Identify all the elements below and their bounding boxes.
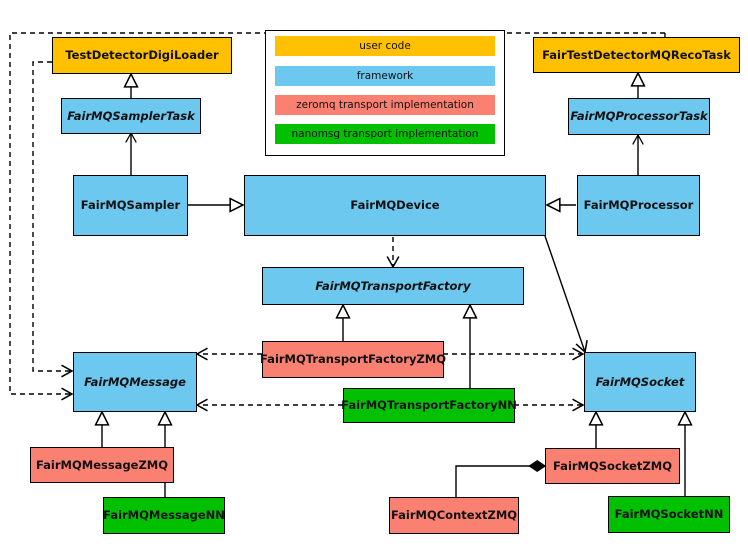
class-fairmq-message[interactable]: FairMQMessage	[73, 352, 197, 412]
class-label: FairMQMessage	[84, 374, 186, 389]
legend-label-framework: framework	[356, 70, 414, 82]
class-fairmq-socket[interactable]: FairMQSocket	[584, 352, 696, 412]
edge-socketzmq-contextzmq-composition	[455, 460, 547, 497]
class-label: FairMQSocketZMQ	[553, 458, 672, 473]
class-label: FairMQDevice	[350, 198, 440, 213]
class-label: FairMQTransportFactoryZMQ	[260, 352, 447, 367]
class-label: FairMQContextZMQ	[390, 508, 518, 523]
class-fairmq-socket-zmq[interactable]: FairMQSocketZMQ	[545, 448, 680, 484]
class-fairmq-sampler[interactable]: FairMQSampler	[73, 175, 188, 236]
legend-item-zeromq: zeromq transport implementation	[275, 95, 495, 115]
class-fairmq-message-nn[interactable]: FairMQMessageNN	[103, 497, 225, 534]
class-fairmq-sampler-task[interactable]: FairMQSamplerTask	[61, 98, 201, 134]
class-fairmq-transport-factory-nn[interactable]: FairMQTransportFactoryNN	[341, 388, 517, 423]
legend-label-user-code: user code	[359, 40, 411, 52]
legend-item-framework: framework	[275, 66, 495, 86]
legend-label-nanomsg: nanomsg transport implementation	[291, 128, 479, 140]
edge-device-socket	[544, 235, 588, 354]
class-label: FairMQMessageNN	[103, 508, 225, 523]
legend-item-nanomsg: nanomsg transport implementation	[275, 124, 495, 144]
class-label: FairMQMessageZMQ	[35, 457, 169, 472]
class-label: FairMQProcessor	[583, 198, 694, 213]
class-label: FairMQTransportFactory	[315, 278, 471, 293]
class-label: FairMQSamplerTask	[67, 108, 195, 123]
class-test-detector-digi-loader[interactable]: TestDetectorDigiLoader	[52, 37, 232, 74]
class-fairmq-transport-factory-zmq[interactable]: FairMQTransportFactoryZMQ	[260, 341, 447, 378]
class-fairmq-processor[interactable]: FairMQProcessor	[577, 175, 700, 236]
class-fair-test-detector-mq-reco-task[interactable]: FairTestDetectorMQRecoTask	[533, 37, 740, 73]
class-fairmq-processor-task[interactable]: FairMQProcessorTask	[568, 98, 710, 135]
class-fairmq-transport-factory[interactable]: FairMQTransportFactory	[262, 267, 524, 305]
class-label: FairMQTransportFactoryNN	[341, 398, 517, 413]
legend-label-zeromq: zeromq transport implementation	[296, 99, 474, 111]
class-fairmq-context-zmq[interactable]: FairMQContextZMQ	[389, 497, 519, 534]
legend-item-user-code: user code	[275, 36, 495, 56]
class-label: FairMQSocketNN	[614, 507, 724, 522]
class-fairmq-socket-nn[interactable]: FairMQSocketNN	[608, 496, 730, 533]
class-label: FairMQProcessorTask	[570, 109, 708, 124]
class-label: FairMQSampler	[80, 198, 181, 213]
class-fairmq-message-zmq[interactable]: FairMQMessageZMQ	[30, 447, 174, 483]
class-label: FairMQSocket	[595, 374, 685, 389]
class-label: TestDetectorDigiLoader	[65, 48, 219, 63]
class-fairmq-device[interactable]: FairMQDevice	[244, 175, 546, 236]
class-label: FairTestDetectorMQRecoTask	[542, 47, 731, 62]
